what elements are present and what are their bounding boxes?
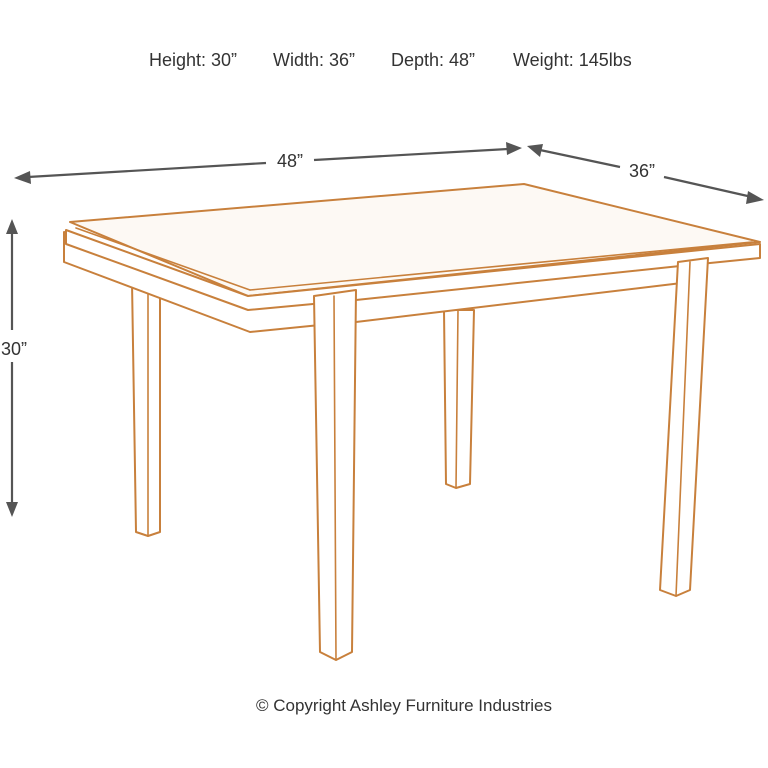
width-arrow-right-segment (663, 175, 753, 199)
length-arrow-left-head (14, 171, 31, 184)
table-top-surface (69, 183, 761, 297)
width-arrow-left-segment (539, 148, 621, 169)
back-right-leg-edge (455, 309, 459, 489)
copyright-text: © Copyright Ashley Furniture Industries (256, 696, 552, 715)
height-arrow-top-head (6, 219, 18, 234)
length-arrow-right-segment (313, 147, 509, 162)
spec-header: Height: 30” Width: 36” Depth: 48” Weight… (149, 50, 632, 70)
width-dimension-arrow: 36” (527, 144, 764, 204)
table-illustration (63, 183, 761, 661)
height-dimension-arrow: 30” (1, 219, 27, 517)
height-label: 30” (1, 339, 27, 359)
table-top-bevel-left (75, 227, 251, 291)
front-left-leg-edge (333, 295, 337, 661)
table-top-bevel-front (249, 241, 753, 291)
back-right-leg (443, 309, 475, 489)
width-arrow-right-head (746, 191, 764, 204)
spec-height: Height: 30” (149, 50, 237, 70)
length-arrow-left-segment (27, 161, 267, 179)
width-arrow-left-head (527, 144, 543, 157)
length-label: 48” (277, 151, 303, 171)
spec-depth: Depth: 48” (391, 50, 475, 70)
width-label: 36” (629, 161, 655, 181)
height-arrow-bottom-head (6, 502, 18, 517)
front-right-leg (659, 257, 709, 597)
spec-weight: Weight: 145lbs (513, 50, 632, 70)
back-left-leg (131, 281, 161, 537)
spec-width: Width: 36” (273, 50, 355, 70)
front-right-leg-edge (675, 261, 691, 597)
length-arrow-right-head (506, 142, 522, 155)
length-dimension-arrow: 48” (14, 142, 522, 184)
